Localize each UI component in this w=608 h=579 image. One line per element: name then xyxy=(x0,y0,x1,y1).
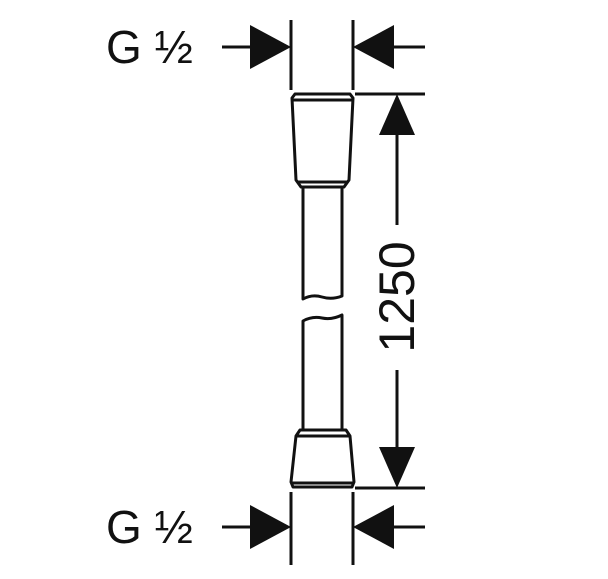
top-arrow-left-pointing xyxy=(353,25,394,69)
thread-label-top: G ½ xyxy=(106,21,193,73)
length-label: 1250 xyxy=(369,241,425,352)
length-arrow-down xyxy=(379,447,415,488)
length-arrow-up xyxy=(379,94,415,135)
top-arrow-right-pointing xyxy=(250,25,291,69)
lower-hose-segment xyxy=(301,313,344,430)
bottom-arrow-left-pointing xyxy=(353,505,394,549)
bottom-arrow-right-pointing xyxy=(250,505,291,549)
thread-label-bottom: G ½ xyxy=(106,501,193,553)
upper-fitting xyxy=(290,92,355,189)
upper-hose-segment xyxy=(301,187,344,301)
lower-fitting xyxy=(289,428,356,489)
